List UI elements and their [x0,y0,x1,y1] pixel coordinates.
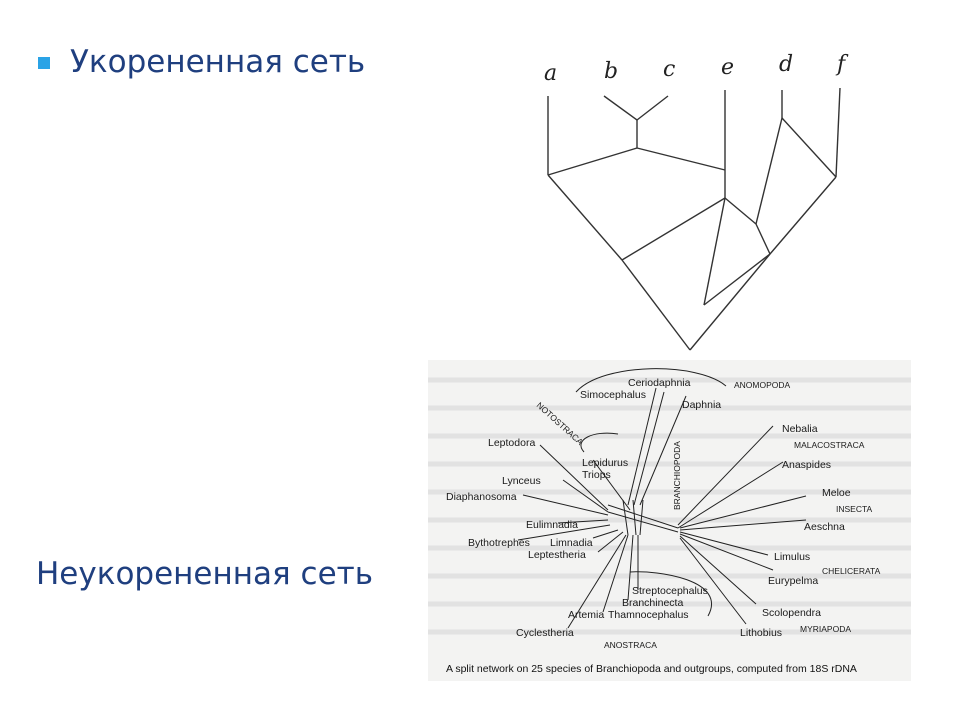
species-label: Triops [582,469,611,481]
bullet-marker [38,57,50,69]
species-label: Scolopendra [762,607,821,619]
species-label: Daphnia [682,399,721,411]
species-label: Streptocephalus [632,585,708,597]
split-network-figure: Ceriodaphnia Simocephalus Daphnia Leptod… [428,360,911,681]
group-label: INSECTA [836,504,873,514]
species-label: Simocephalus [580,389,646,401]
species-label: Ceriodaphnia [628,377,691,389]
rooted-network-diagram: a b c e d f [544,52,849,351]
group-label: BRANCHIOPODA [672,441,682,510]
species-label: Aeschna [804,521,845,533]
group-label: ANOSTRACA [604,640,657,650]
unrooted-network-title: Неукорененная сеть [36,556,373,592]
species-label: Cyclestheria [516,627,574,639]
species-label: Leptodora [488,437,535,449]
species-label: Lynceus [502,475,541,487]
species-label: Anaspides [782,459,831,471]
species-label: Limulus [774,551,810,563]
group-label: ANOMOPODA [734,380,791,390]
leaf-label-e: e [721,55,734,80]
species-label: Thamnocephalus [608,609,689,621]
species-label: Leptestheria [528,549,586,561]
species-label: Artemia [568,609,604,621]
faint-background-lines [428,377,911,635]
leaf-label-a: a [544,61,557,86]
species-label: Branchinecta [622,597,683,609]
network-edges [517,368,807,629]
species-label: Limnadia [550,537,593,549]
species-label: Lepidurus [582,457,628,469]
species-label: Lithobius [740,627,782,639]
group-label: CHELICERATA [822,566,881,576]
leaf-label-d: d [779,52,793,77]
leaf-label-c: c [663,57,675,82]
group-label: MYRIAPODA [800,624,851,634]
rooted-network-edges [547,87,841,351]
species-label: Bythotrephes [468,537,530,549]
leaf-label-f: f [835,52,849,77]
species-label: Diaphanosoma [446,491,517,503]
species-label: Eulimnadia [526,519,578,531]
species-label: Meloe [822,487,851,499]
species-label: Eurypelma [768,575,818,587]
rooted-network-title: Укорененная сеть [70,44,366,80]
group-label: MALACOSTRACA [794,440,865,450]
figure-caption: A split network on 25 species of Branchi… [446,663,857,675]
leaf-label-b: b [604,59,618,84]
species-label: Nebalia [782,423,818,435]
